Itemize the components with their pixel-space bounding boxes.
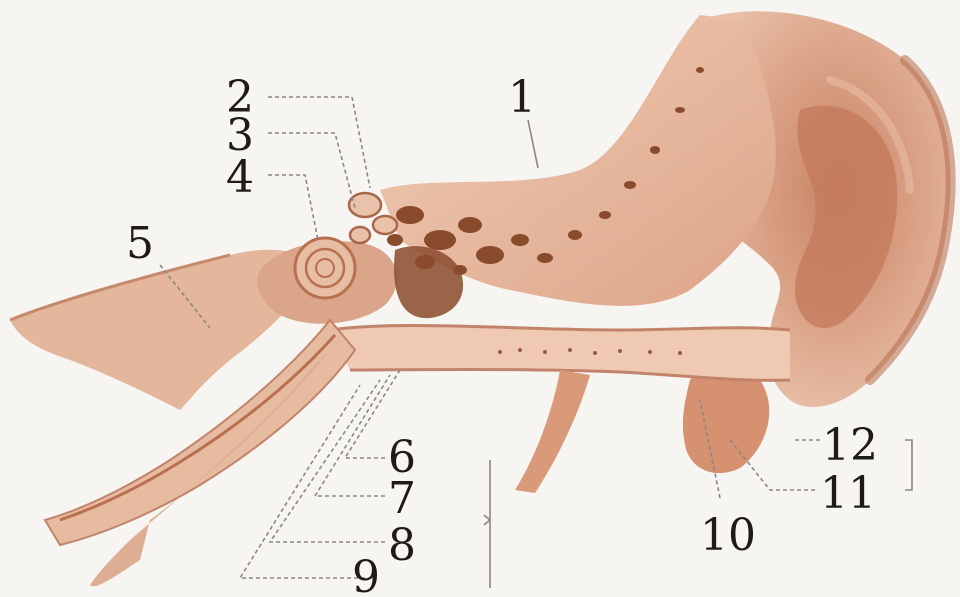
label-5: 5 [126, 218, 154, 269]
label-10: 10 [700, 510, 756, 561]
label-12: 12 [822, 420, 878, 471]
cochlea [295, 238, 355, 298]
label-1: 1 [508, 72, 536, 123]
label-11: 11 [820, 468, 876, 519]
label-8: 8 [388, 520, 416, 571]
label-7: 7 [388, 473, 416, 524]
label-9: 9 [352, 552, 380, 597]
label-4: 4 [226, 152, 254, 203]
